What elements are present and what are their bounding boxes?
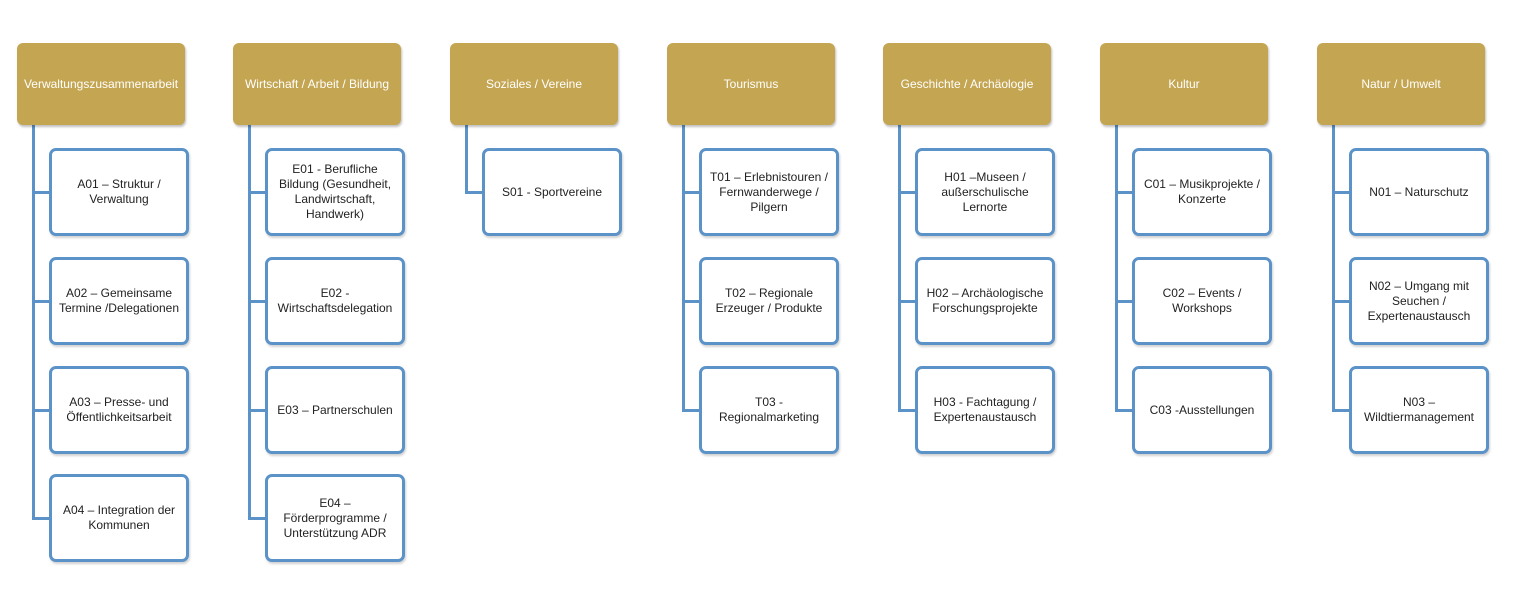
- connector-horizontal: [248, 409, 267, 412]
- topic-node: T01 – Erlebnistouren / Fernwanderwege / …: [699, 148, 839, 236]
- topic-node: C01 – Musikprojekte / Konzerte: [1132, 148, 1272, 236]
- topic-node: A02 – Gemeinsame Termine /Delegationen: [49, 257, 189, 345]
- topic-node: H03 - Fachtagung / Expertenaustausch: [915, 366, 1055, 454]
- category-header: Kultur: [1100, 43, 1268, 125]
- connector-vertical: [465, 125, 468, 194]
- connector-horizontal: [32, 191, 51, 194]
- topic-node: S01 - Sportvereine: [482, 148, 622, 236]
- connector-vertical: [898, 125, 901, 412]
- topic-node: A01 – Struktur / Verwaltung: [49, 148, 189, 236]
- category-header: Geschichte / Archäologie: [883, 43, 1051, 125]
- connector-horizontal: [1115, 191, 1134, 194]
- category-header: Wirtschaft / Arbeit / Bildung: [233, 43, 401, 125]
- connector-horizontal: [1332, 300, 1351, 303]
- connector-horizontal: [465, 191, 484, 194]
- topic-node: H02 – Archäologische Forschungsprojekte: [915, 257, 1055, 345]
- topic-node: C02 – Events / Workshops: [1132, 257, 1272, 345]
- connector-horizontal: [32, 517, 51, 520]
- topic-node: C03 -Ausstellungen: [1132, 366, 1272, 454]
- connector-horizontal: [1115, 300, 1134, 303]
- connector-vertical: [32, 125, 35, 520]
- topic-node: N01 – Naturschutz: [1349, 148, 1489, 236]
- category-header: Natur / Umwelt: [1317, 43, 1485, 125]
- connector-horizontal: [1115, 409, 1134, 412]
- connector-horizontal: [32, 409, 51, 412]
- category-header: Soziales / Vereine: [450, 43, 618, 125]
- topic-node: T03 - Regionalmarketing: [699, 366, 839, 454]
- connector-horizontal: [682, 409, 701, 412]
- connector-horizontal: [1332, 409, 1351, 412]
- connector-horizontal: [248, 191, 267, 194]
- topic-node: H01 –Museen / außerschulische Lernorte: [915, 148, 1055, 236]
- connector-horizontal: [682, 300, 701, 303]
- connector-horizontal: [32, 300, 51, 303]
- topic-node: A03 – Presse- und Öffentlichkeitsarbeit: [49, 366, 189, 454]
- category-header: Verwaltungszusammenarbeit: [17, 43, 185, 125]
- topic-node: E03 – Partnerschulen: [265, 366, 405, 454]
- connector-horizontal: [248, 300, 267, 303]
- category-header: Tourismus: [667, 43, 835, 125]
- connector-horizontal: [898, 409, 917, 412]
- connector-horizontal: [248, 517, 267, 520]
- connector-horizontal: [898, 191, 917, 194]
- topic-node: E04 – Förderprogramme / Unterstützung AD…: [265, 474, 405, 562]
- topic-node: E02 - Wirtschaftsdelegation: [265, 257, 405, 345]
- connector-horizontal: [898, 300, 917, 303]
- connector-vertical: [682, 125, 685, 412]
- topic-node: T02 – Regionale Erzeuger / Produkte: [699, 257, 839, 345]
- topic-node: N02 – Umgang mit Seuchen / Expertenausta…: [1349, 257, 1489, 345]
- connector-vertical: [1115, 125, 1118, 412]
- connector-horizontal: [682, 191, 701, 194]
- connector-vertical: [248, 125, 251, 520]
- connector-horizontal: [1332, 191, 1351, 194]
- topic-node: E01 - Berufliche Bildung (Gesundheit, La…: [265, 148, 405, 236]
- topic-node: N03 – Wildtiermanagement: [1349, 366, 1489, 454]
- topic-node: A04 – Integration der Kommunen: [49, 474, 189, 562]
- connector-vertical: [1332, 125, 1335, 412]
